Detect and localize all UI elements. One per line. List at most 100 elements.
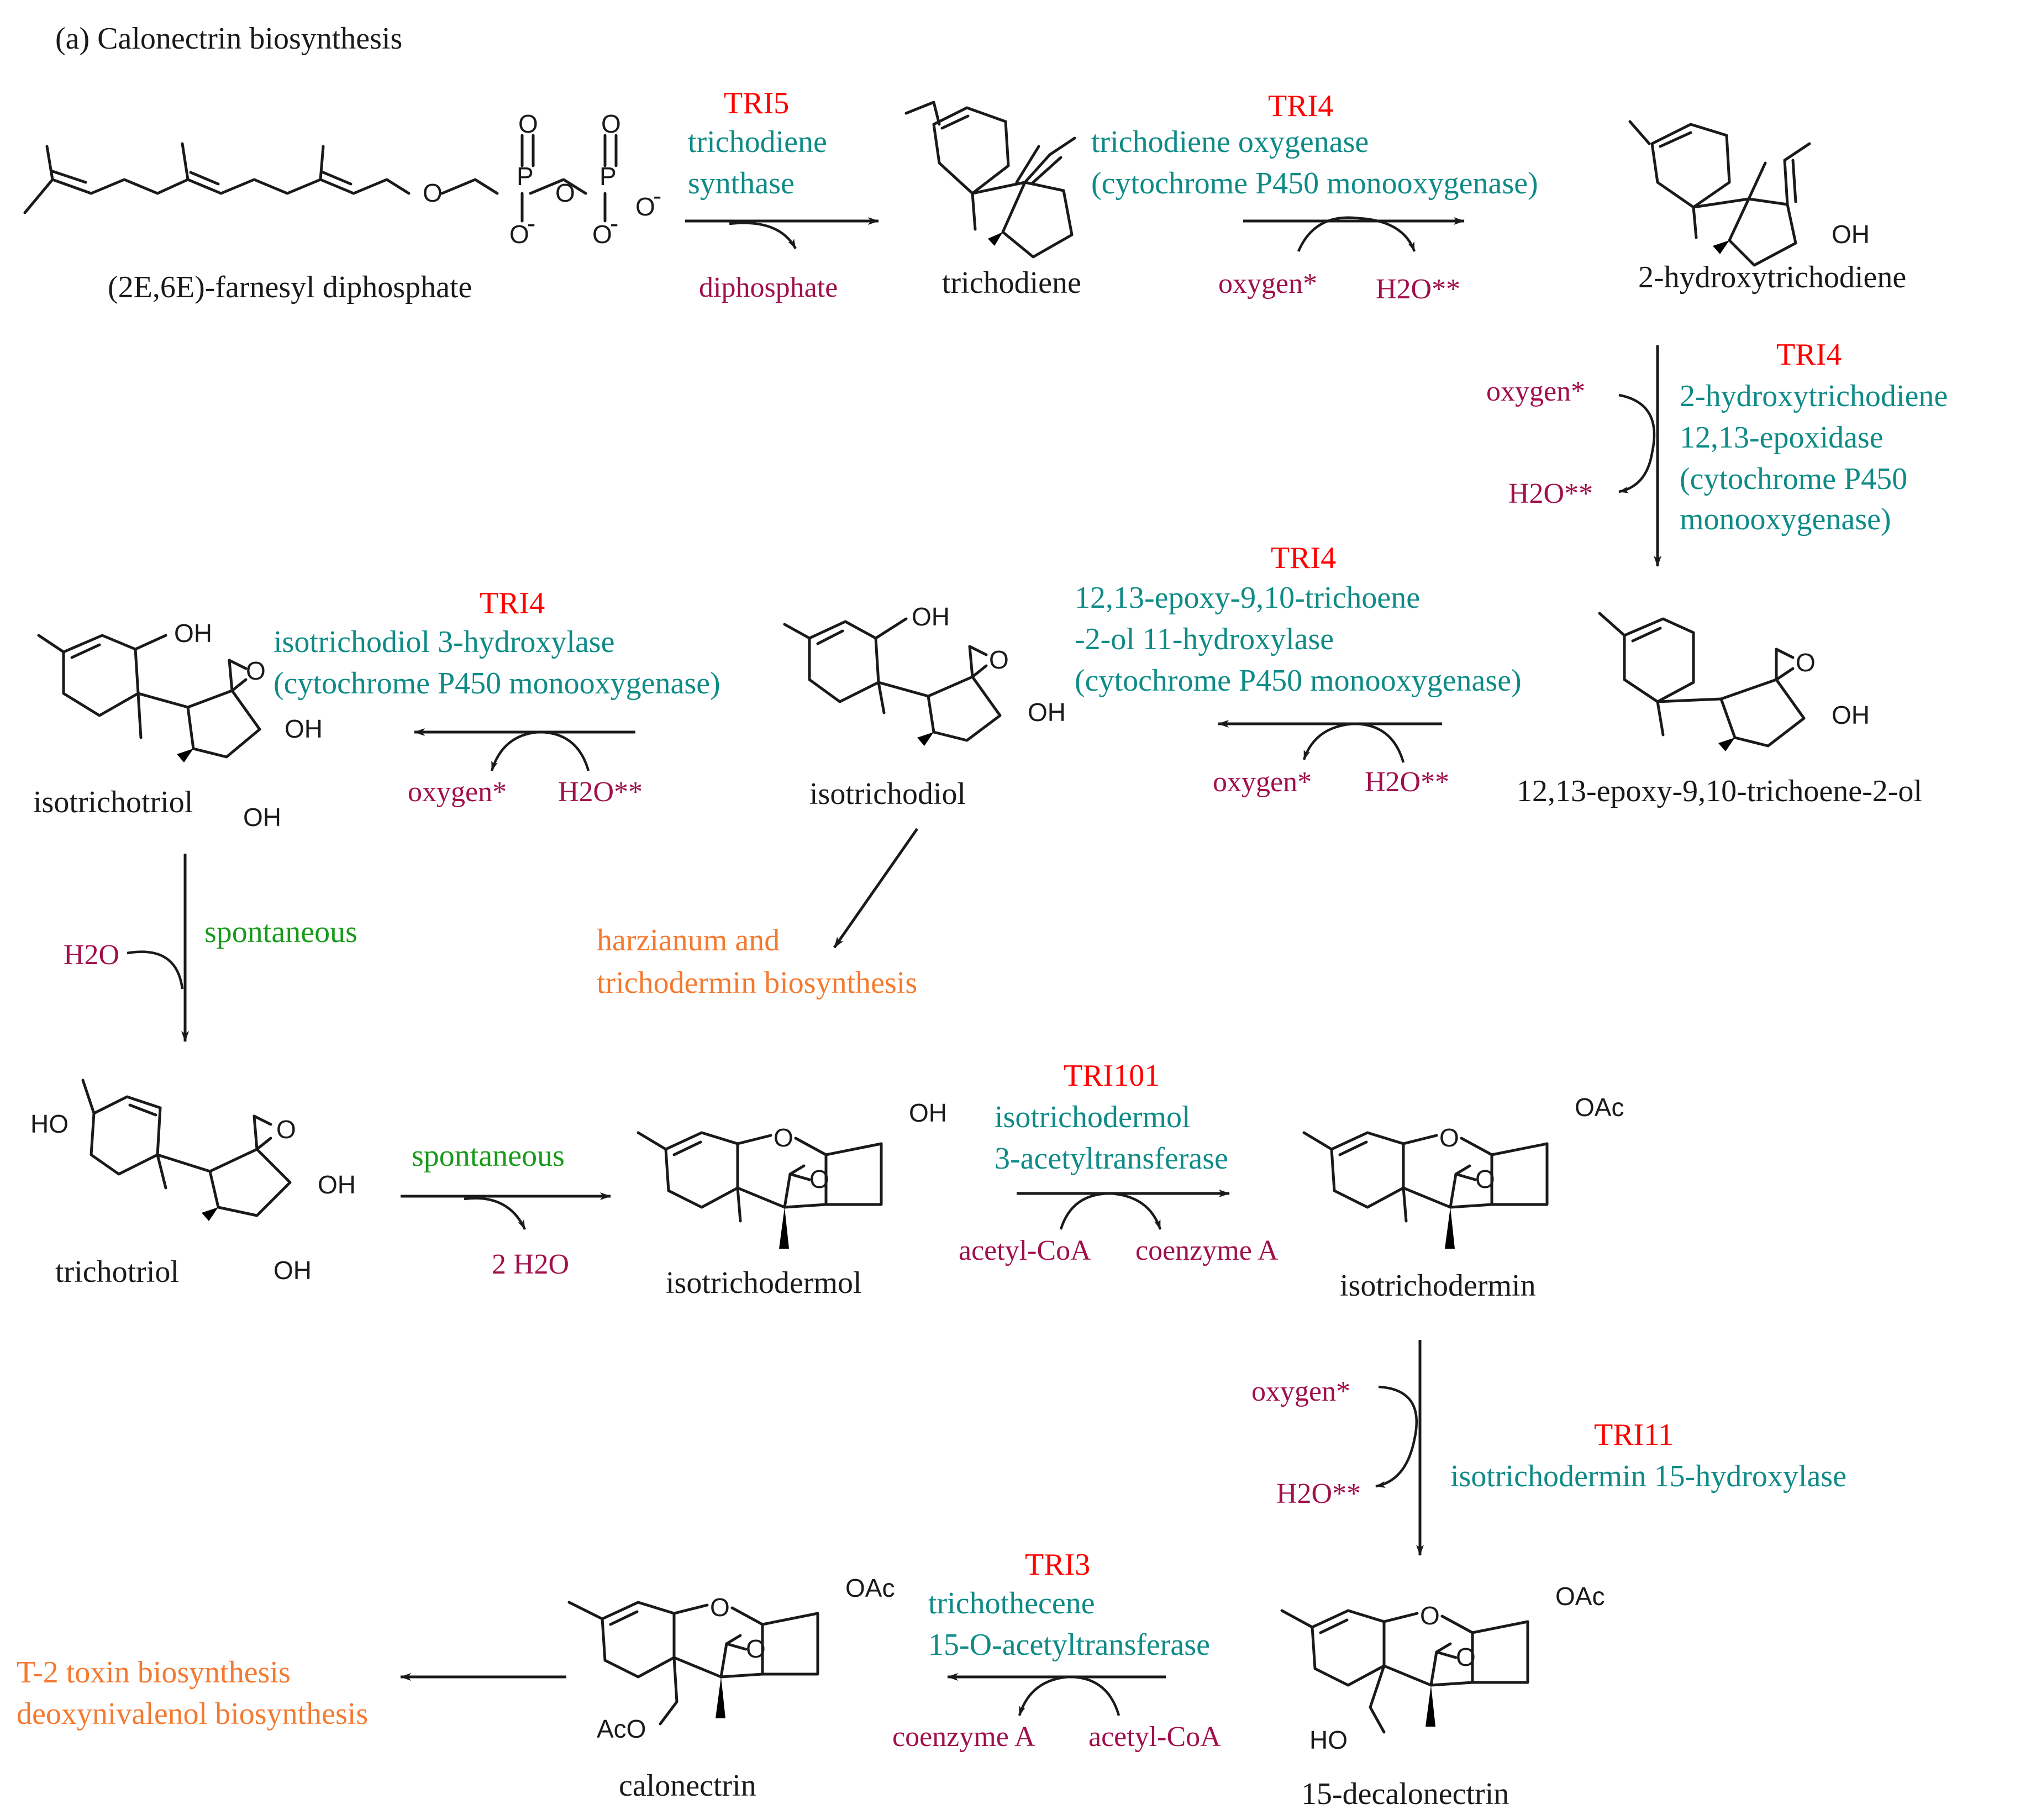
arrow-harzianum (833, 828, 919, 949)
isotrichodermol-wedge (779, 1207, 789, 1249)
isotrichodermol-hash (884, 1129, 903, 1144)
decalonectrin-structure (1280, 1609, 1529, 1734)
curve-step2 (1297, 216, 1416, 252)
step3-out: H2O** (1508, 478, 1593, 509)
isotrichodermin-structure (1302, 1131, 1549, 1223)
hydroxytrichodiene-hash (1798, 232, 1826, 245)
decalonectrin-oac: OAc (1555, 1582, 1605, 1611)
compound-epoxytrichoene: 12,13-epoxy-9,10-trichoene-2-ol (1517, 774, 1922, 808)
trichotriol-structure (81, 1079, 292, 1217)
fpp-structure (23, 134, 618, 223)
epoxytrichoene-oh: OH (1832, 701, 1870, 729)
step4-desc1: 12,13-epoxy-9,10-trichoene (1075, 581, 1420, 615)
step3-desc2: 12,13-epoxidase (1680, 420, 1884, 455)
step2-enzyme: TRI4 (1268, 89, 1333, 123)
step3-in: oxygen* (1486, 376, 1585, 407)
step2-desc2: (cytochrome P450 monooxygenase) (1091, 166, 1538, 201)
isotrichodermol-epoxide-o: O (809, 1165, 829, 1193)
isotrichotriol-oh2: OH (285, 714, 323, 743)
isotrichodermin-wedge (1445, 1207, 1455, 1249)
step1-enzyme: TRI5 (724, 86, 789, 120)
hydroxytrichodiene-wedge (1713, 240, 1729, 254)
branch-deoxynivalenol: deoxynivalenol biosynthesis (17, 1697, 368, 1731)
trichotriol-oh2: OH (273, 1256, 312, 1285)
svg-text:-: - (610, 209, 618, 238)
epoxytrichoene-structure (1598, 612, 1806, 748)
curve-step4 (1302, 722, 1405, 763)
hydroxytrichodiene-structure (1628, 120, 1811, 267)
step8-desc2: 3-acetyltransferase (995, 1142, 1228, 1176)
epoxytrichoene-epoxide-o: O (1796, 648, 1816, 677)
curve-step8 (1059, 1192, 1162, 1230)
curve-step10 (1018, 1675, 1121, 1716)
isotrichodiol-hash (1003, 708, 1022, 720)
step3-desc1: 2-hydroxytrichodiene (1680, 379, 1948, 413)
compound-calonectrin: calonectrin (619, 1769, 756, 1803)
curve-step7 (464, 1197, 527, 1230)
step10-out: coenzyme A (892, 1721, 1035, 1753)
calonectrin-wedge (716, 1677, 725, 1718)
isotrichodermin-oac: OAc (1575, 1093, 1624, 1122)
trichodiene-wedge (988, 232, 1003, 246)
fpp-atoms: O P O O - O P O O - O - (423, 109, 661, 249)
isotrichodermol-ring-o: O (774, 1123, 793, 1152)
isotrichodiol-oh1: OH (912, 602, 950, 631)
isotrichotriol-epoxide-o: O (246, 656, 266, 685)
svg-text:O: O (423, 178, 443, 207)
step10-desc2: 15-O-acetyltransferase (928, 1628, 1210, 1662)
step1-desc1: trichodiene (688, 125, 827, 159)
svg-text:P: P (599, 162, 617, 191)
step4-out: H2O** (1365, 766, 1449, 798)
isotrichodiol-oh2: OH (1028, 698, 1066, 727)
isotrichotriol-wedge (177, 749, 193, 762)
curve-step5 (490, 730, 590, 771)
calonectrin-ring-o: O (710, 1593, 730, 1622)
compound-trichotriol: trichotriol (55, 1255, 179, 1289)
step8-out: coenzyme A (1135, 1235, 1279, 1266)
compound-hydroxytrichodiene: 2-hydroxytrichodiene (1638, 260, 1906, 294)
compound-decalonectrin: 15-decalonectrin (1301, 1777, 1509, 1811)
step5-enzyme: TRI4 (480, 586, 545, 620)
step4-in: oxygen* (1213, 766, 1312, 798)
isotrichodiol-wedge (917, 732, 934, 746)
calonectrin-aco: AcO (597, 1714, 646, 1743)
step3-desc3: (cytochrome P450 (1680, 462, 1907, 496)
decalonectrin-wedge (1425, 1685, 1435, 1727)
step9-in: oxygen* (1251, 1376, 1350, 1407)
isotrichodermin-hash (1550, 1129, 1569, 1144)
step10-in: acetyl-CoA (1088, 1721, 1221, 1753)
compound-trichodiene: trichodiene (942, 266, 1081, 300)
step9-desc1: isotrichodermin 15-hydroxylase (1450, 1459, 1847, 1493)
isotrichodermin-ring-o: O (1439, 1123, 1459, 1152)
compound-isotrichodermol: isotrichodermol (666, 1266, 862, 1300)
step4-enzyme: TRI4 (1271, 541, 1336, 575)
step8-enzyme: TRI101 (1064, 1059, 1160, 1093)
svg-text:O: O (601, 109, 621, 138)
calonectrin-epoxide-o: O (746, 1634, 766, 1663)
step9-out: H2O** (1276, 1478, 1361, 1509)
svg-text:P: P (517, 162, 534, 191)
branch-t2toxin: T-2 toxin biosynthesis (17, 1655, 291, 1690)
curve-step1 (729, 222, 797, 250)
trichodiene-structure (904, 101, 1076, 259)
step1-out: diphosphate (699, 272, 838, 303)
svg-text:O: O (635, 192, 655, 221)
isotrichodermol-structure (636, 1131, 883, 1223)
isotrichotriol-structure (37, 634, 261, 759)
svg-text:O: O (555, 178, 575, 207)
isotrichotriol-oh1: OH (174, 619, 212, 648)
compound-fpp: (2E,6E)-farnesyl diphosphate (108, 270, 472, 304)
isotrichodiol-structure (783, 617, 1002, 742)
figure-title: (a) Calonectrin biosynthesis (55, 22, 402, 56)
step4-desc3: (cytochrome P450 monooxygenase) (1075, 664, 1522, 698)
hydroxytrichodiene-oh: OH (1832, 220, 1870, 249)
step4-desc2: -2-ol 11-hydroxylase (1075, 622, 1334, 656)
branch-harzianum1: harzianum and (597, 923, 780, 958)
compound-isotrichodermin: isotrichodermin (1340, 1269, 1536, 1303)
step2-out: H2O** (1376, 273, 1460, 305)
calonectrin-hash (820, 1599, 839, 1613)
decalonectrin-hash (1530, 1607, 1549, 1622)
step3-enzyme: TRI4 (1776, 338, 1842, 372)
step7-label: spontaneous (412, 1139, 565, 1173)
